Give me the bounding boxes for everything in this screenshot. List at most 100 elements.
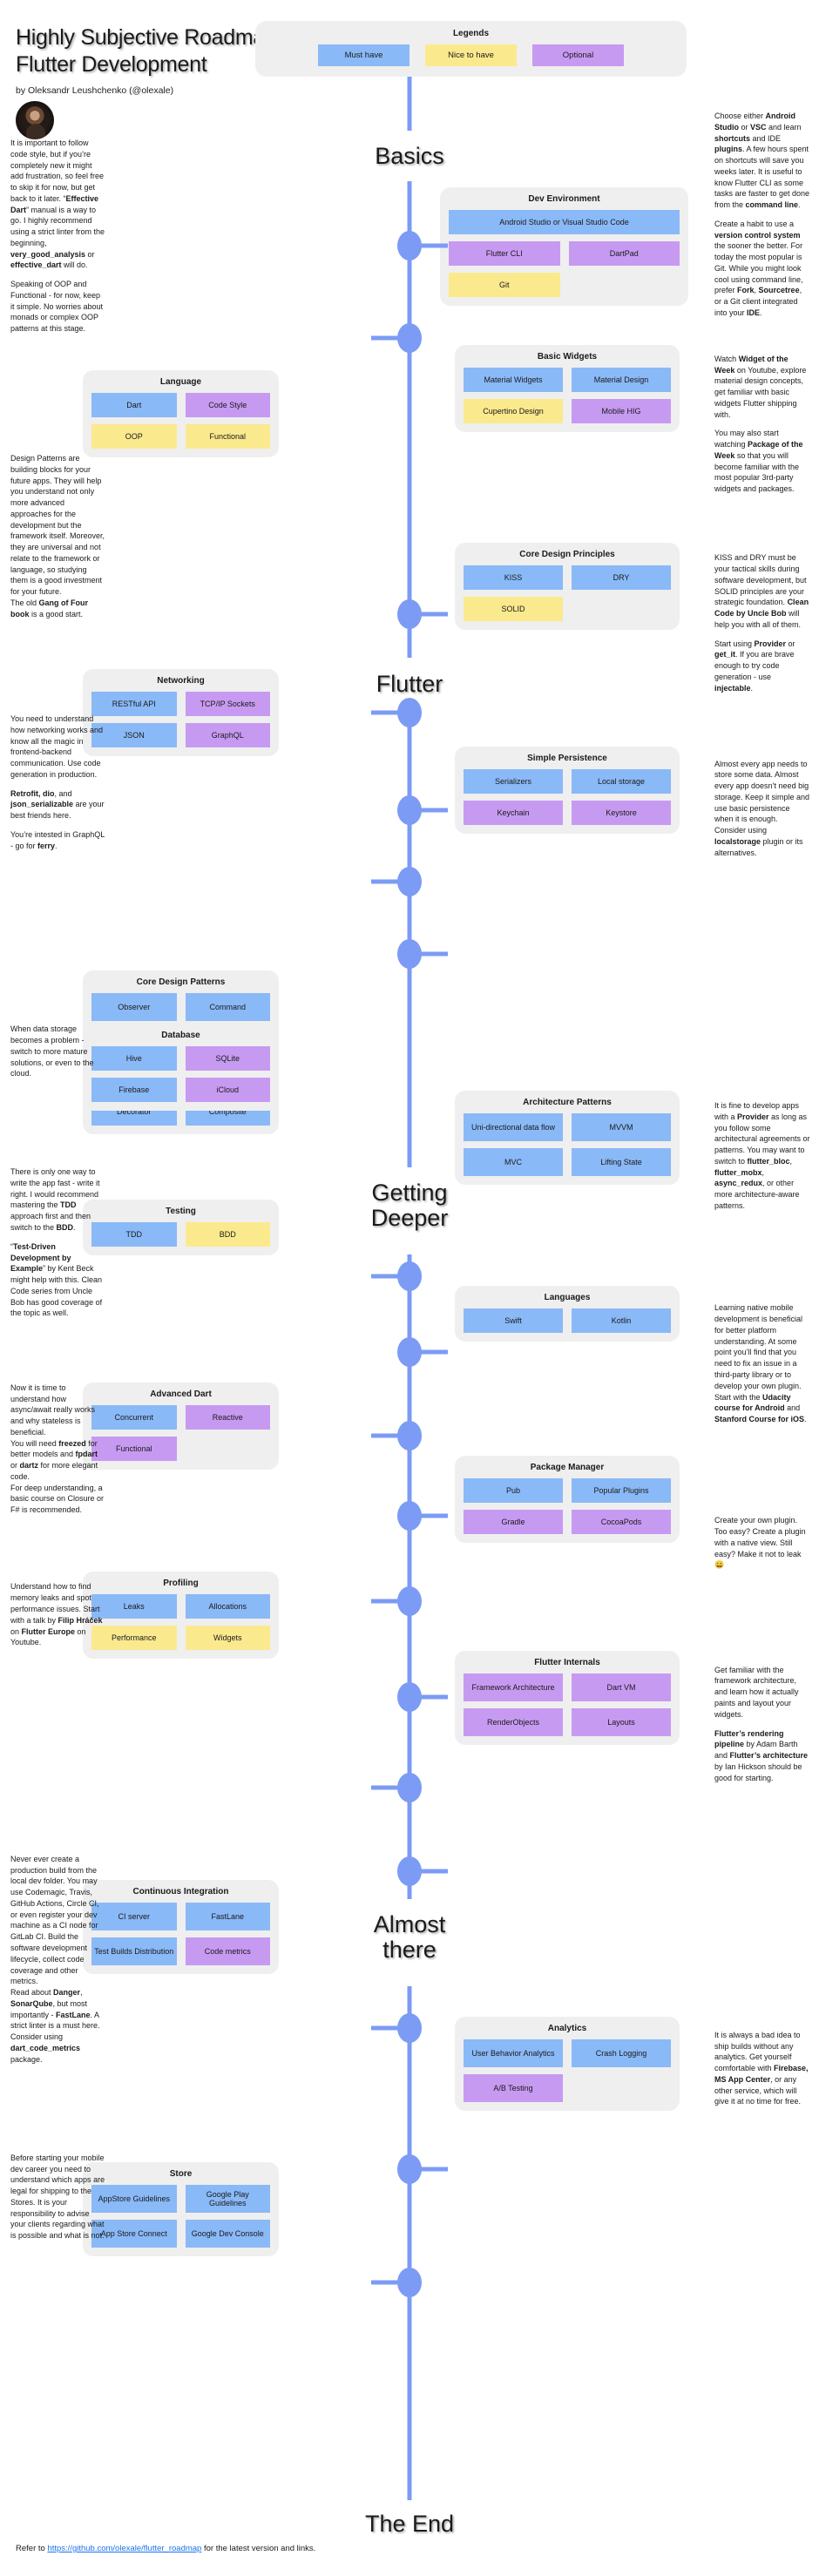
chip-widgets[interactable]: Widgets bbox=[185, 1626, 270, 1650]
chip-popular-plugins[interactable]: Popular Plugins bbox=[572, 1477, 671, 1503]
chip-pub[interactable]: Pub bbox=[464, 1477, 563, 1503]
chip-android-studio-vscode[interactable]: Android Studio or Visual Studio Code bbox=[449, 210, 680, 235]
chip-appstore-guidelines[interactable]: AppStore Guidelines bbox=[91, 2185, 177, 2214]
chip-serializers[interactable]: Serializers bbox=[464, 769, 563, 794]
chip-concurrent[interactable]: Concurrent bbox=[91, 1404, 177, 1430]
chip-icloud[interactable]: iCloud bbox=[185, 1078, 270, 1103]
card-languages[interactable]: Languages Swift Kotlin bbox=[455, 1286, 680, 1342]
chip-reactive[interactable]: Reactive bbox=[185, 1404, 270, 1430]
chip-google-play-guidelines[interactable]: Google Play Guidelines bbox=[185, 2185, 270, 2214]
chip-kiss[interactable]: KISS bbox=[464, 565, 563, 590]
card-package-manager[interactable]: Package Manager Pub Popular Plugins Grad… bbox=[455, 1455, 680, 1543]
footer-prefix: Refer to bbox=[16, 2544, 48, 2553]
chip-git[interactable]: Git bbox=[449, 273, 560, 298]
note-architecture-patterns: It is fine to develop apps with a Provid… bbox=[714, 1100, 810, 1210]
card-analytics[interactable]: Analytics User Behavior Analytics Crash … bbox=[455, 2016, 680, 2111]
timeline-node bbox=[371, 698, 422, 727]
chip-flutter-cli[interactable]: Flutter CLI bbox=[449, 241, 560, 267]
chip-hive[interactable]: Hive bbox=[91, 1046, 177, 1072]
card-flutter-internals[interactable]: Flutter Internals Framework Architecture… bbox=[455, 1651, 680, 1746]
chip-user-behavior-analytics[interactable]: User Behavior Analytics bbox=[464, 2038, 563, 2067]
chip-google-dev-console[interactable]: Google Dev Console bbox=[185, 2220, 270, 2248]
chip-lifting-state[interactable]: Lifting State bbox=[572, 1147, 671, 1176]
chip-bdd[interactable]: BDD bbox=[185, 1222, 270, 1247]
chip-command[interactable]: Command bbox=[185, 993, 270, 1022]
timeline-node bbox=[397, 1501, 448, 1531]
legend-row: Must have Nice to have Optional bbox=[266, 44, 676, 66]
chip-tcp-ip-sockets[interactable]: TCP/IP Sockets bbox=[185, 691, 270, 716]
chip-observer[interactable]: Observer bbox=[91, 993, 177, 1022]
chip-dry[interactable]: DRY bbox=[572, 565, 671, 590]
chip-json[interactable]: JSON bbox=[91, 722, 177, 747]
timeline-node bbox=[371, 2013, 422, 2043]
chip-restful-api[interactable]: RESTful API bbox=[91, 691, 177, 716]
chip-local-storage[interactable]: Local storage bbox=[572, 769, 671, 794]
chip-allocations[interactable]: Allocations bbox=[185, 1594, 270, 1619]
chip-dart[interactable]: Dart bbox=[91, 392, 177, 417]
card-advanced-dart[interactable]: Advanced Dart Concurrent Reactive Functi… bbox=[83, 1382, 279, 1470]
card-title: Profiling bbox=[163, 1579, 199, 1588]
chip-test-builds-distribution[interactable]: Test Builds Distribution bbox=[91, 1937, 177, 1966]
card-testing[interactable]: Testing TDD BDD bbox=[83, 1200, 279, 1256]
chip-app-store-connect[interactable]: App Store Connect bbox=[91, 2220, 177, 2248]
card-dev-environment[interactable]: Dev Environment Android Studio or Visual… bbox=[440, 187, 688, 307]
footer-link[interactable]: https://github.com/olexale/flutter_roadm… bbox=[47, 2544, 202, 2553]
timeline-node bbox=[397, 939, 448, 969]
card-simple-persistence[interactable]: Simple Persistence Serializers Local sto… bbox=[455, 747, 680, 835]
chip-tdd[interactable]: TDD bbox=[91, 1222, 177, 1247]
chip-sqlite[interactable]: SQLite bbox=[185, 1046, 270, 1072]
chip-crash-logging[interactable]: Crash Logging bbox=[572, 2038, 671, 2067]
chip-performance[interactable]: Performance bbox=[91, 1626, 177, 1650]
chip-uni-directional-data-flow[interactable]: Uni-directional data flow bbox=[464, 1112, 563, 1141]
chip-leaks[interactable]: Leaks bbox=[91, 1594, 177, 1619]
card-title: Architecture Patterns bbox=[523, 1097, 612, 1107]
card-title: Networking bbox=[157, 675, 205, 686]
card-profiling[interactable]: Profiling Leaks Allocations Performance … bbox=[83, 1572, 279, 1659]
chip-cocoapods[interactable]: CocoaPods bbox=[572, 1509, 671, 1534]
chip-mobile-hig[interactable]: Mobile HIG bbox=[572, 399, 671, 424]
chip-mvc[interactable]: MVC bbox=[464, 1147, 563, 1176]
card-core-design-principles[interactable]: Core Design Principles KISS DRY SOLID bbox=[455, 542, 680, 630]
card-continuous-integration[interactable]: Continuous Integration CI server FastLan… bbox=[83, 1880, 279, 1975]
chip-keychain[interactable]: Keychain bbox=[464, 801, 563, 826]
chip-mvvm[interactable]: MVVM bbox=[572, 1112, 671, 1141]
card-architecture-patterns[interactable]: Architecture Patterns Uni-directional da… bbox=[455, 1090, 680, 1185]
chip-graphql[interactable]: GraphQL bbox=[185, 722, 270, 747]
chip-kotlin[interactable]: Kotlin bbox=[572, 1308, 671, 1334]
card-basic-widgets[interactable]: Basic Widgets Material Widgets Material … bbox=[455, 345, 680, 433]
footer: Refer to https://github.com/olexale/flut… bbox=[16, 2544, 315, 2553]
legend-chip-must-have: Must have bbox=[318, 44, 410, 66]
milestone-the-end: The End bbox=[354, 2509, 465, 2540]
chip-dart-vm[interactable]: Dart VM bbox=[572, 1673, 671, 1702]
chip-material-design[interactable]: Material Design bbox=[572, 368, 671, 393]
card-networking[interactable]: Networking RESTful API TCP/IP Sockets JS… bbox=[83, 668, 279, 756]
note-languages: Learning native mobile development is be… bbox=[714, 1303, 807, 1424]
chip-gradle[interactable]: Gradle bbox=[464, 1509, 563, 1534]
chip-fastlane[interactable]: FastLane bbox=[185, 1903, 270, 1931]
card-title: Basic Widgets bbox=[537, 352, 598, 362]
legend-chip-nice-to-have: Nice to have bbox=[425, 44, 517, 66]
chip-code-metrics[interactable]: Code metrics bbox=[185, 1937, 270, 1966]
chip-dartpad[interactable]: DartPad bbox=[568, 241, 680, 267]
chip-keystore[interactable]: Keystore bbox=[572, 801, 671, 826]
chip-swift[interactable]: Swift bbox=[464, 1308, 563, 1334]
chip-firebase[interactable]: Firebase bbox=[91, 1078, 177, 1103]
chip-material-widgets[interactable]: Material Widgets bbox=[464, 368, 563, 393]
chip-framework-architecture[interactable]: Framework Architecture bbox=[464, 1673, 563, 1702]
chip-functional[interactable]: Functional bbox=[185, 423, 270, 449]
chip-code-style[interactable]: Code Style bbox=[185, 392, 270, 417]
timeline-node bbox=[397, 1682, 448, 1712]
chip-solid[interactable]: SOLID bbox=[464, 596, 563, 621]
chip-oop[interactable]: OOP bbox=[91, 423, 177, 449]
chip-cupertino-design[interactable]: Cupertino Design bbox=[464, 399, 563, 424]
chip-ci-server[interactable]: CI server bbox=[91, 1903, 177, 1931]
milestone-basics: Basics bbox=[364, 141, 455, 172]
chip-ab-testing[interactable]: A/B Testing bbox=[464, 2073, 563, 2102]
card-database[interactable]: Database Hive SQLite Firebase iCloud bbox=[83, 1024, 279, 1112]
note-flutter-internals: Get familiar with the framework architec… bbox=[714, 1665, 809, 1782]
chip-renderobjects[interactable]: RenderObjects bbox=[464, 1708, 563, 1737]
card-language[interactable]: Language Dart Code Style OOP Functional bbox=[83, 369, 279, 457]
chip-layouts[interactable]: Layouts bbox=[572, 1708, 671, 1737]
chip-functional-advanced[interactable]: Functional bbox=[91, 1436, 177, 1461]
card-store[interactable]: Store AppStore Guidelines Google Play Gu… bbox=[83, 2162, 279, 2257]
